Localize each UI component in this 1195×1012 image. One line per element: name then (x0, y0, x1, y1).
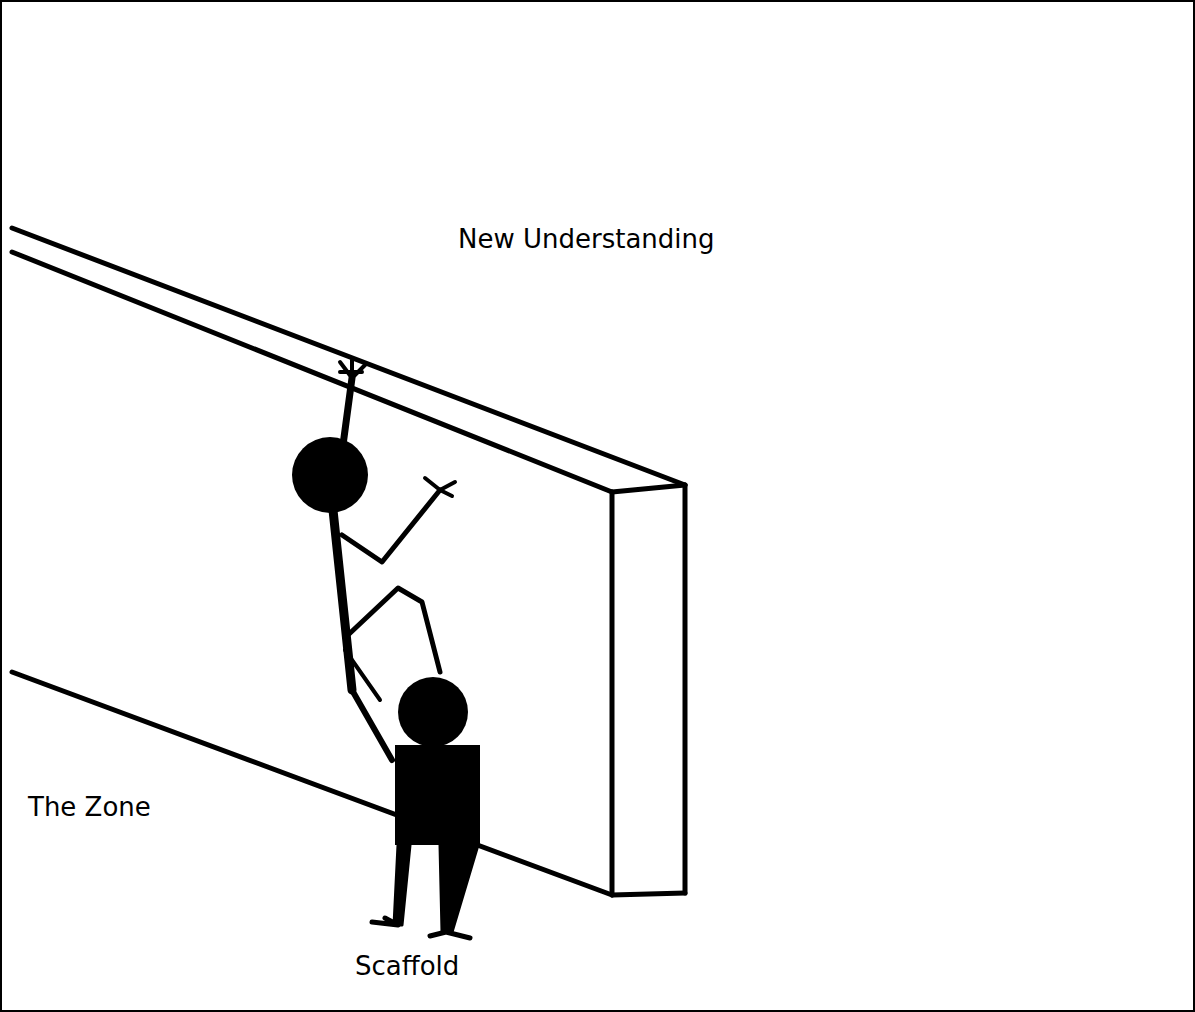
wall (12, 228, 685, 895)
scaffold-figure (372, 677, 480, 938)
free-label: New Understanding (458, 224, 715, 255)
free-label: The Zone (28, 792, 151, 823)
free-label: Scaffold (355, 951, 459, 982)
